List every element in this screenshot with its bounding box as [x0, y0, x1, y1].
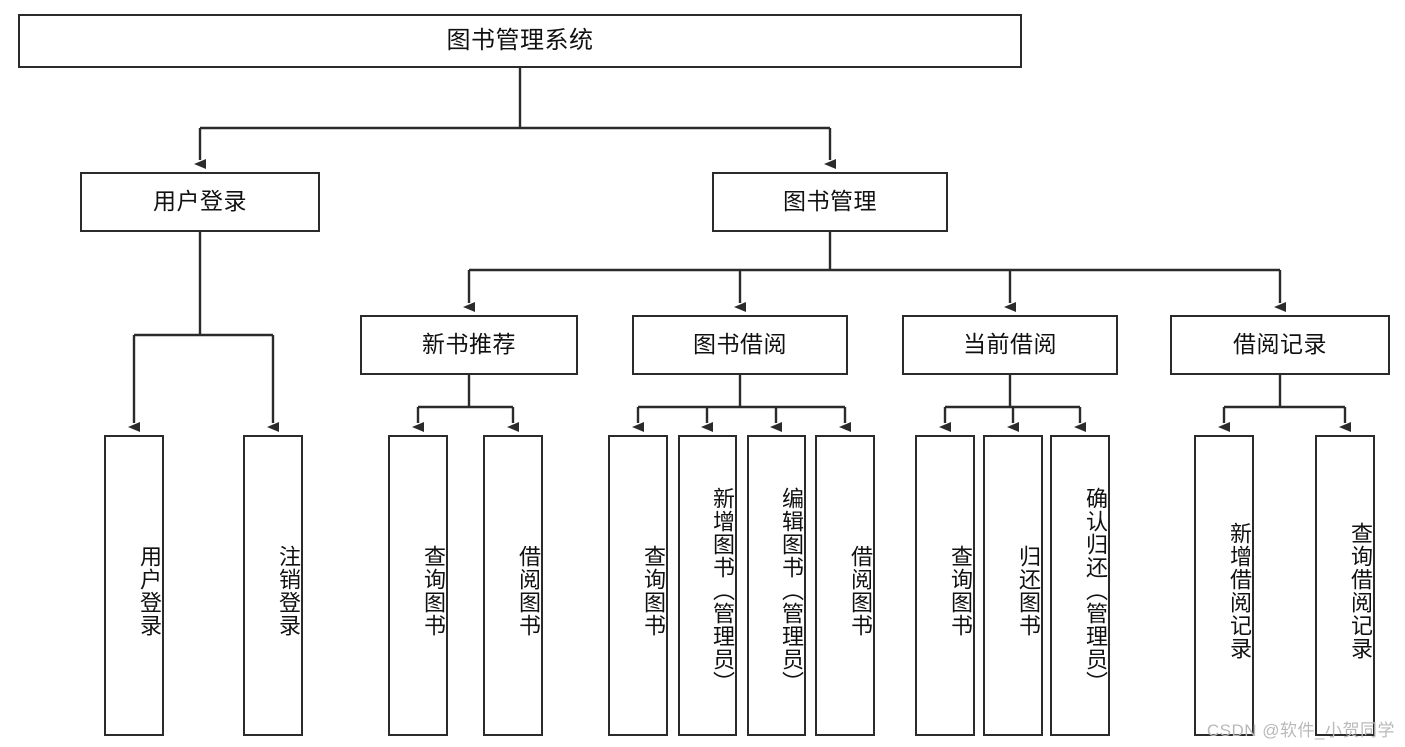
node-user-login[interactable]: 用户登录: [80, 172, 320, 232]
leaf-confirm-return-admin[interactable]: 确认归还（管理员）: [1050, 435, 1110, 736]
leaf-query-borrow-record[interactable]: 查询借阅记录: [1315, 435, 1375, 736]
leaf-query-books-current[interactable]: 查询图书: [915, 435, 975, 736]
leaf-borrow-books[interactable]: 借阅图书: [815, 435, 875, 736]
link-current-bus: [945, 375, 1080, 409]
node-new-book-recommend[interactable]: 新书推荐: [360, 315, 578, 375]
link-borrow-bus: [638, 375, 845, 409]
leaf-edit-book-admin[interactable]: 编辑图书（管理员）: [747, 435, 806, 736]
node-current-borrow[interactable]: 当前借阅: [902, 315, 1118, 375]
leaf-query-books-borrow[interactable]: 查询图书: [608, 435, 668, 736]
link-root-bus: [200, 68, 830, 130]
link-user-login-bus: [134, 232, 273, 337]
leaf-logout[interactable]: 注销登录: [243, 435, 303, 736]
leaf-borrow-books-new[interactable]: 借阅图书: [483, 435, 543, 736]
node-root[interactable]: 图书管理系统: [18, 14, 1022, 68]
node-book-management[interactable]: 图书管理: [712, 172, 948, 232]
node-book-borrow[interactable]: 图书借阅: [632, 315, 848, 375]
leaf-query-books-new[interactable]: 查询图书: [388, 435, 448, 736]
link-records-bus: [1224, 375, 1345, 409]
node-borrow-records[interactable]: 借阅记录: [1170, 315, 1390, 375]
leaf-return-books[interactable]: 归还图书: [983, 435, 1043, 736]
leaf-add-book-admin[interactable]: 新增图书（管理员）: [678, 435, 737, 736]
link-new-books-bus: [418, 375, 513, 409]
link-book-mgmt-bus: [469, 232, 1280, 272]
leaf-add-borrow-record[interactable]: 新增借阅记录: [1194, 435, 1254, 736]
leaf-user-login[interactable]: 用户登录: [104, 435, 164, 736]
watermark: CSDN @软件_小贺同学: [1206, 721, 1395, 740]
